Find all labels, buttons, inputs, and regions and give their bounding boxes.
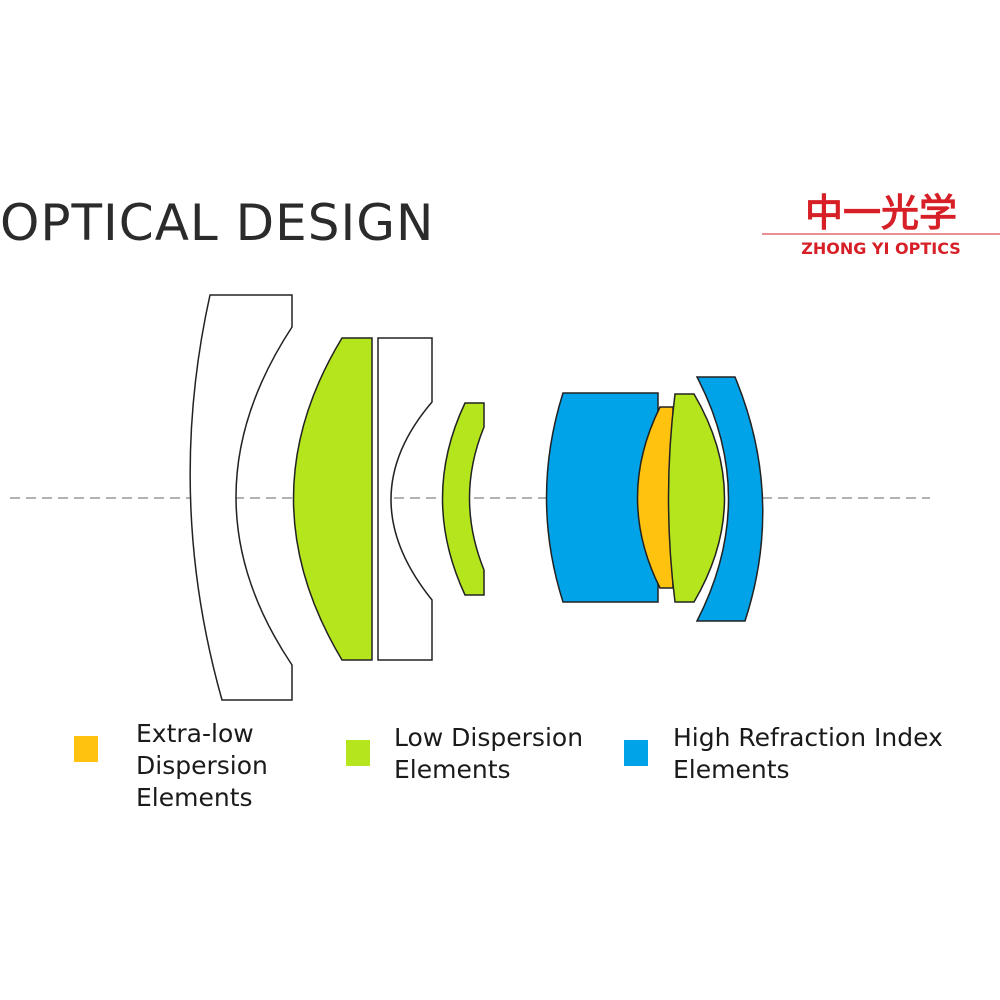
legend-line: Dispersion [136,751,268,780]
brand-name-cn: 中一光学 [805,191,957,235]
legend-line: High Refraction Index [673,723,943,752]
legend-swatch-green [346,740,370,766]
legend-line: Elements [394,755,511,784]
legend-item-high-refraction: High Refraction Index Elements [624,722,1000,786]
legend-swatch-blue [624,740,648,766]
lens-element-5 [545,392,659,603]
lens-element-1 [189,294,293,701]
lens-element-8 [667,393,726,603]
lens-element-6 [636,406,674,589]
lens-element-3 [377,337,433,661]
lens-element-4 [441,402,485,596]
brand-name-en: ZHONG YI OPTICS [801,239,961,258]
legend-line: Extra-low [136,719,254,748]
legend-swatch-orange [74,736,98,762]
legend-line: Elements [136,783,253,812]
lens-element-7 [695,376,764,622]
brand-logo: 中一光学 ZHONG YI OPTICS [762,191,1000,258]
legend-line: Elements [673,755,790,784]
page-title: OPTICAL DESIGN [0,194,435,252]
legend-label: High Refraction Index Elements [673,722,1000,786]
lens-diagram [10,294,930,701]
legend-line: Low Dispersion [394,723,584,752]
legend-label: Low Dispersion Elements [394,722,614,786]
legend-item-extra-low-dispersion: Extra-low Dispersion Elements [74,718,316,814]
legend-item-low-dispersion: Low Dispersion Elements [346,722,614,786]
legend-label: Extra-low Dispersion Elements [136,718,316,814]
lens-element-2 [292,337,373,661]
